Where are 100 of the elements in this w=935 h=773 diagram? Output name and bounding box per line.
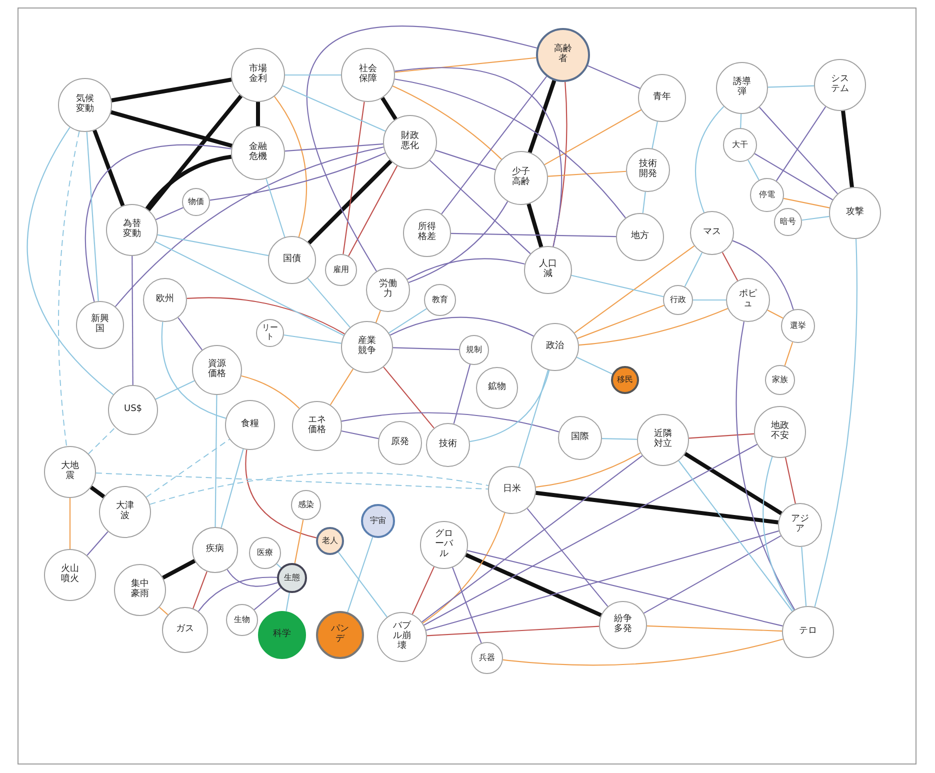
link-line [467, 550, 783, 626]
keyword-circle: 大津波 [99, 486, 151, 538]
link-line [759, 106, 838, 194]
keyword-circle: 行政 [663, 285, 693, 315]
link-line [338, 552, 388, 618]
link-line [470, 370, 550, 442]
link-line [178, 317, 203, 350]
link-line [342, 102, 365, 254]
link-line [802, 216, 830, 221]
link-line [768, 85, 814, 88]
link-line [26, 127, 114, 395]
link-line [536, 452, 641, 488]
keyword-circle: 生態 [277, 563, 307, 593]
link-line [646, 625, 782, 632]
keyword-circle: 集中豪雨 [114, 564, 166, 616]
link-line [90, 486, 106, 498]
keyword-circle: ガス [162, 607, 208, 653]
link-line [552, 82, 568, 247]
keyword-circle: 物価 [182, 188, 210, 216]
link-line [285, 74, 341, 76]
link-line [254, 587, 281, 610]
keyword-circle: 鉱物 [476, 367, 518, 409]
link-line [740, 114, 742, 128]
link-line [694, 106, 724, 213]
keyword-circle: 人口減 [524, 246, 572, 294]
link-line [294, 520, 304, 564]
link-line [86, 132, 99, 302]
link-line [502, 638, 784, 666]
keyword-circle: 医療 [249, 537, 281, 569]
link-line [548, 170, 626, 177]
link-line [688, 433, 754, 439]
link-line [86, 531, 108, 556]
link-line [450, 232, 616, 238]
link-line [518, 370, 549, 468]
keyword-circle: 資源価格 [192, 345, 242, 395]
keyword-circle: テロ [782, 606, 834, 658]
keyword-circle: 感染 [291, 490, 321, 520]
link-line [784, 342, 794, 366]
link-line [88, 427, 116, 454]
keyword-circle: 科学 [258, 611, 306, 659]
keyword-circle: 社会保障 [341, 48, 395, 102]
keyword-circle: 所得格差 [403, 209, 451, 257]
keyword-circle: 大干 [723, 128, 757, 162]
keyword-circle: 少子高齢 [494, 151, 548, 205]
keyword-circle: 家族 [765, 365, 795, 395]
keyword-circle: 雇用 [325, 254, 357, 286]
keyword-circle: 大地震 [44, 446, 96, 498]
link-line [453, 364, 471, 424]
link-line [452, 567, 482, 644]
keyword-circle: 攻撃 [829, 187, 881, 239]
link-line [245, 450, 317, 538]
link-line [307, 278, 350, 328]
link-line [383, 366, 434, 428]
link-line [284, 143, 384, 152]
link-line [85, 144, 232, 302]
link-line [111, 78, 232, 102]
keyword-circle: 紛争多発 [599, 601, 647, 649]
link-line [210, 152, 386, 201]
link-line [526, 203, 544, 248]
link-line [241, 375, 300, 409]
link-line [412, 566, 435, 614]
link-line [375, 310, 381, 323]
keyword-circle: グローバル [420, 521, 468, 569]
link-line [684, 252, 703, 287]
link-line [642, 192, 646, 214]
keyword-circle: 暗号 [774, 208, 802, 236]
link-line [422, 512, 506, 624]
keyword-circle: 財政悪化 [383, 115, 437, 169]
link-line [536, 490, 778, 524]
keyword-circle: 規制 [459, 335, 489, 365]
link-line [841, 110, 854, 188]
keyword-circle: 技術開発 [626, 148, 670, 192]
keyword-circle: 地方 [616, 213, 664, 261]
link-line [588, 65, 640, 89]
link-line [341, 430, 379, 440]
link-line [256, 102, 260, 126]
link-line [394, 67, 562, 247]
link-line [69, 498, 71, 549]
link-line [693, 299, 726, 301]
link-line [286, 592, 290, 612]
keyword-circle: 市場金利 [231, 48, 285, 102]
keyword-circle: 教育 [424, 284, 456, 316]
link-line [226, 569, 278, 587]
keyword-circle: 生物 [226, 604, 258, 636]
link-line [422, 455, 643, 622]
link-line [92, 130, 125, 206]
link-line [306, 26, 538, 272]
link-line [341, 412, 560, 432]
link-line [652, 121, 658, 148]
link-line [407, 258, 525, 280]
keyword-circle: 火山噴火 [44, 549, 96, 601]
link-line [392, 86, 502, 160]
keyword-circle: 疾病 [192, 527, 238, 573]
keyword-circle: 為替変動 [106, 204, 158, 256]
link-line [330, 368, 354, 406]
keyword-circle: 新興国 [76, 301, 124, 349]
keyword-circle: 原発 [378, 421, 422, 465]
link-line [776, 106, 826, 182]
link-line [465, 552, 602, 618]
link-line [146, 438, 230, 498]
